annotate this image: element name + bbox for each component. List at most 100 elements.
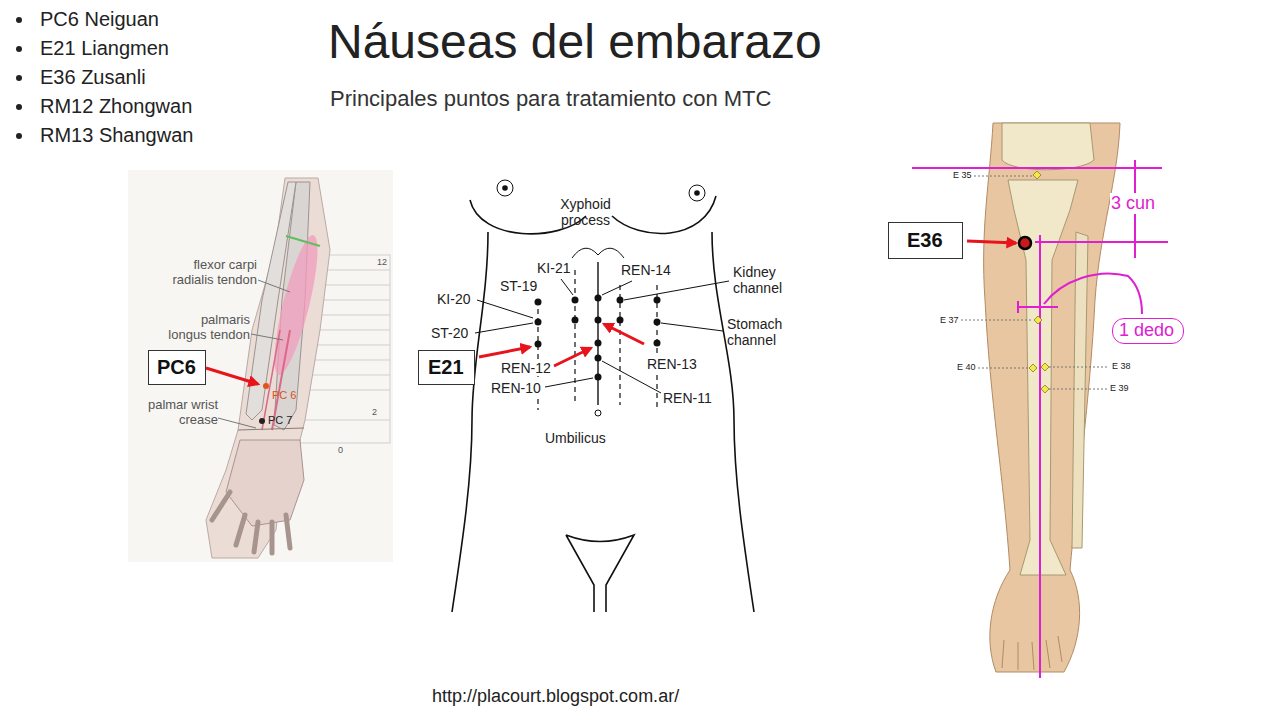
torso-illustration: [572, 248, 624, 258]
torso-illustration: [497, 180, 513, 196]
torso-illustration: [535, 341, 542, 348]
torso-illustration: [654, 297, 661, 304]
part-label: flexor carpi radialis tendon: [165, 258, 257, 288]
point-label: PC 6: [272, 389, 296, 402]
point-label: KI-21: [537, 260, 570, 276]
scale-number: 2: [372, 407, 377, 417]
leg-illustration: [1049, 367, 1109, 368]
torso-illustration: [617, 297, 624, 304]
torso-illustration: [695, 191, 699, 195]
forearm-illustration: [128, 170, 393, 562]
acupoint: [1019, 237, 1031, 249]
bullet-dot: [16, 75, 22, 81]
measurement-box: 1 dedo: [1112, 318, 1184, 344]
torso-illustration: [689, 185, 705, 201]
torso-illustration: [595, 340, 602, 347]
leg-illustration: [1029, 364, 1037, 372]
callout-text: E21: [428, 356, 465, 379]
bullet-dot: [16, 17, 22, 139]
callout-text: E36: [907, 229, 944, 252]
leg-illustration: [1049, 389, 1107, 390]
pointer-arrow: [206, 368, 258, 384]
torso-illustration: [479, 347, 530, 357]
leg-illustration: [912, 167, 1162, 169]
leg-illustration: [1034, 316, 1042, 324]
point-label: E 38: [1112, 361, 1131, 371]
leg-illustration: [1017, 301, 1019, 313]
torso-illustration: [535, 299, 542, 306]
point-label: REN-10: [490, 380, 542, 396]
bullet-item: E36 Zusanli: [40, 66, 146, 89]
femur-bone: [1002, 123, 1094, 170]
torso-illustration: [595, 355, 602, 362]
callout-box: E36: [888, 222, 963, 259]
torso-illustration: [654, 319, 661, 326]
point-label: ST-19: [500, 278, 537, 294]
torso-illustration: [545, 378, 593, 387]
torso-illustration: [566, 535, 634, 612]
leg-illustration: [974, 176, 1032, 177]
bullet-dot: [16, 17, 22, 23]
torso-illustration: [574, 270, 575, 405]
callout-text: PC6: [157, 356, 197, 379]
wrist-crease: [238, 428, 304, 430]
point-label: E 39: [1110, 383, 1129, 393]
part-label: palmaris longus tendon: [160, 313, 250, 343]
part-label: Xyphoid process: [548, 196, 623, 228]
bullet-item: PC6 Neiguan: [40, 8, 159, 31]
source-url: http://placourt.blogspot.com.ar/: [432, 686, 679, 707]
hand: [226, 440, 304, 526]
leg-illustration: [1039, 301, 1041, 313]
tibia-bone: [1008, 180, 1078, 575]
torso-illustration: [595, 317, 602, 324]
part-label: Kidney channel: [733, 264, 795, 296]
forearm-illustration: [300, 375, 390, 376]
leader-line: [218, 280, 290, 428]
forearm-illustration: [300, 420, 390, 421]
callout-text: 1 dedo: [1119, 320, 1177, 341]
point-label: PC 7: [268, 414, 292, 427]
subtitle: Principales puntos para tratamiento con …: [330, 86, 771, 111]
forearm-illustration: [270, 522, 275, 553]
torso-illustration: [572, 297, 579, 304]
green-mark: [286, 236, 320, 246]
leg-illustration: [1018, 306, 1058, 308]
forearm-illustration: [251, 334, 283, 340]
bullet-item: E21 Liangmen: [40, 37, 169, 60]
acupoint: [263, 383, 269, 389]
point-label: REN-14: [621, 262, 671, 278]
torso-illustration: [554, 348, 591, 366]
torso-illustration: [477, 300, 533, 318]
point-label: REN-11: [663, 390, 712, 406]
pointer-arrow: [967, 241, 1016, 243]
acupoint: [535, 295, 661, 381]
bullet-item: RM13 Shangwan: [40, 124, 193, 147]
umbilicus-mark: [595, 410, 601, 416]
point-label: E 35: [953, 170, 972, 180]
point-label: REN-12: [500, 360, 552, 376]
leader-line: [961, 176, 1109, 389]
torso-illustration: [572, 317, 579, 324]
dimension-label: 3 cun: [1110, 193, 1156, 214]
torso-illustration: [475, 323, 533, 333]
torso-illustration: [503, 186, 507, 190]
forearm-illustration: [300, 390, 390, 391]
part-label: palmar wrist crease: [138, 398, 218, 428]
part-label: Umbilicus: [545, 430, 606, 446]
torso-illustration: [604, 324, 644, 344]
forearm-illustration: [236, 515, 245, 545]
finger-bones: [212, 492, 290, 553]
slide-title: Náuseas del embarazo: [328, 14, 822, 69]
leg-illustration: [1035, 241, 1168, 243]
leg-illustration: [1041, 385, 1049, 393]
leader-line: [475, 279, 729, 393]
bullet-item: RM12 Zhongwan: [40, 95, 192, 118]
part-label: Stomach channel: [727, 316, 799, 348]
torso-illustration: [612, 196, 716, 234]
arm-skin: [206, 178, 330, 558]
torso-illustration: [535, 319, 542, 326]
point-label: E 40: [957, 362, 976, 372]
torso-illustration: [602, 281, 632, 295]
leg-illustration: [961, 320, 1033, 321]
